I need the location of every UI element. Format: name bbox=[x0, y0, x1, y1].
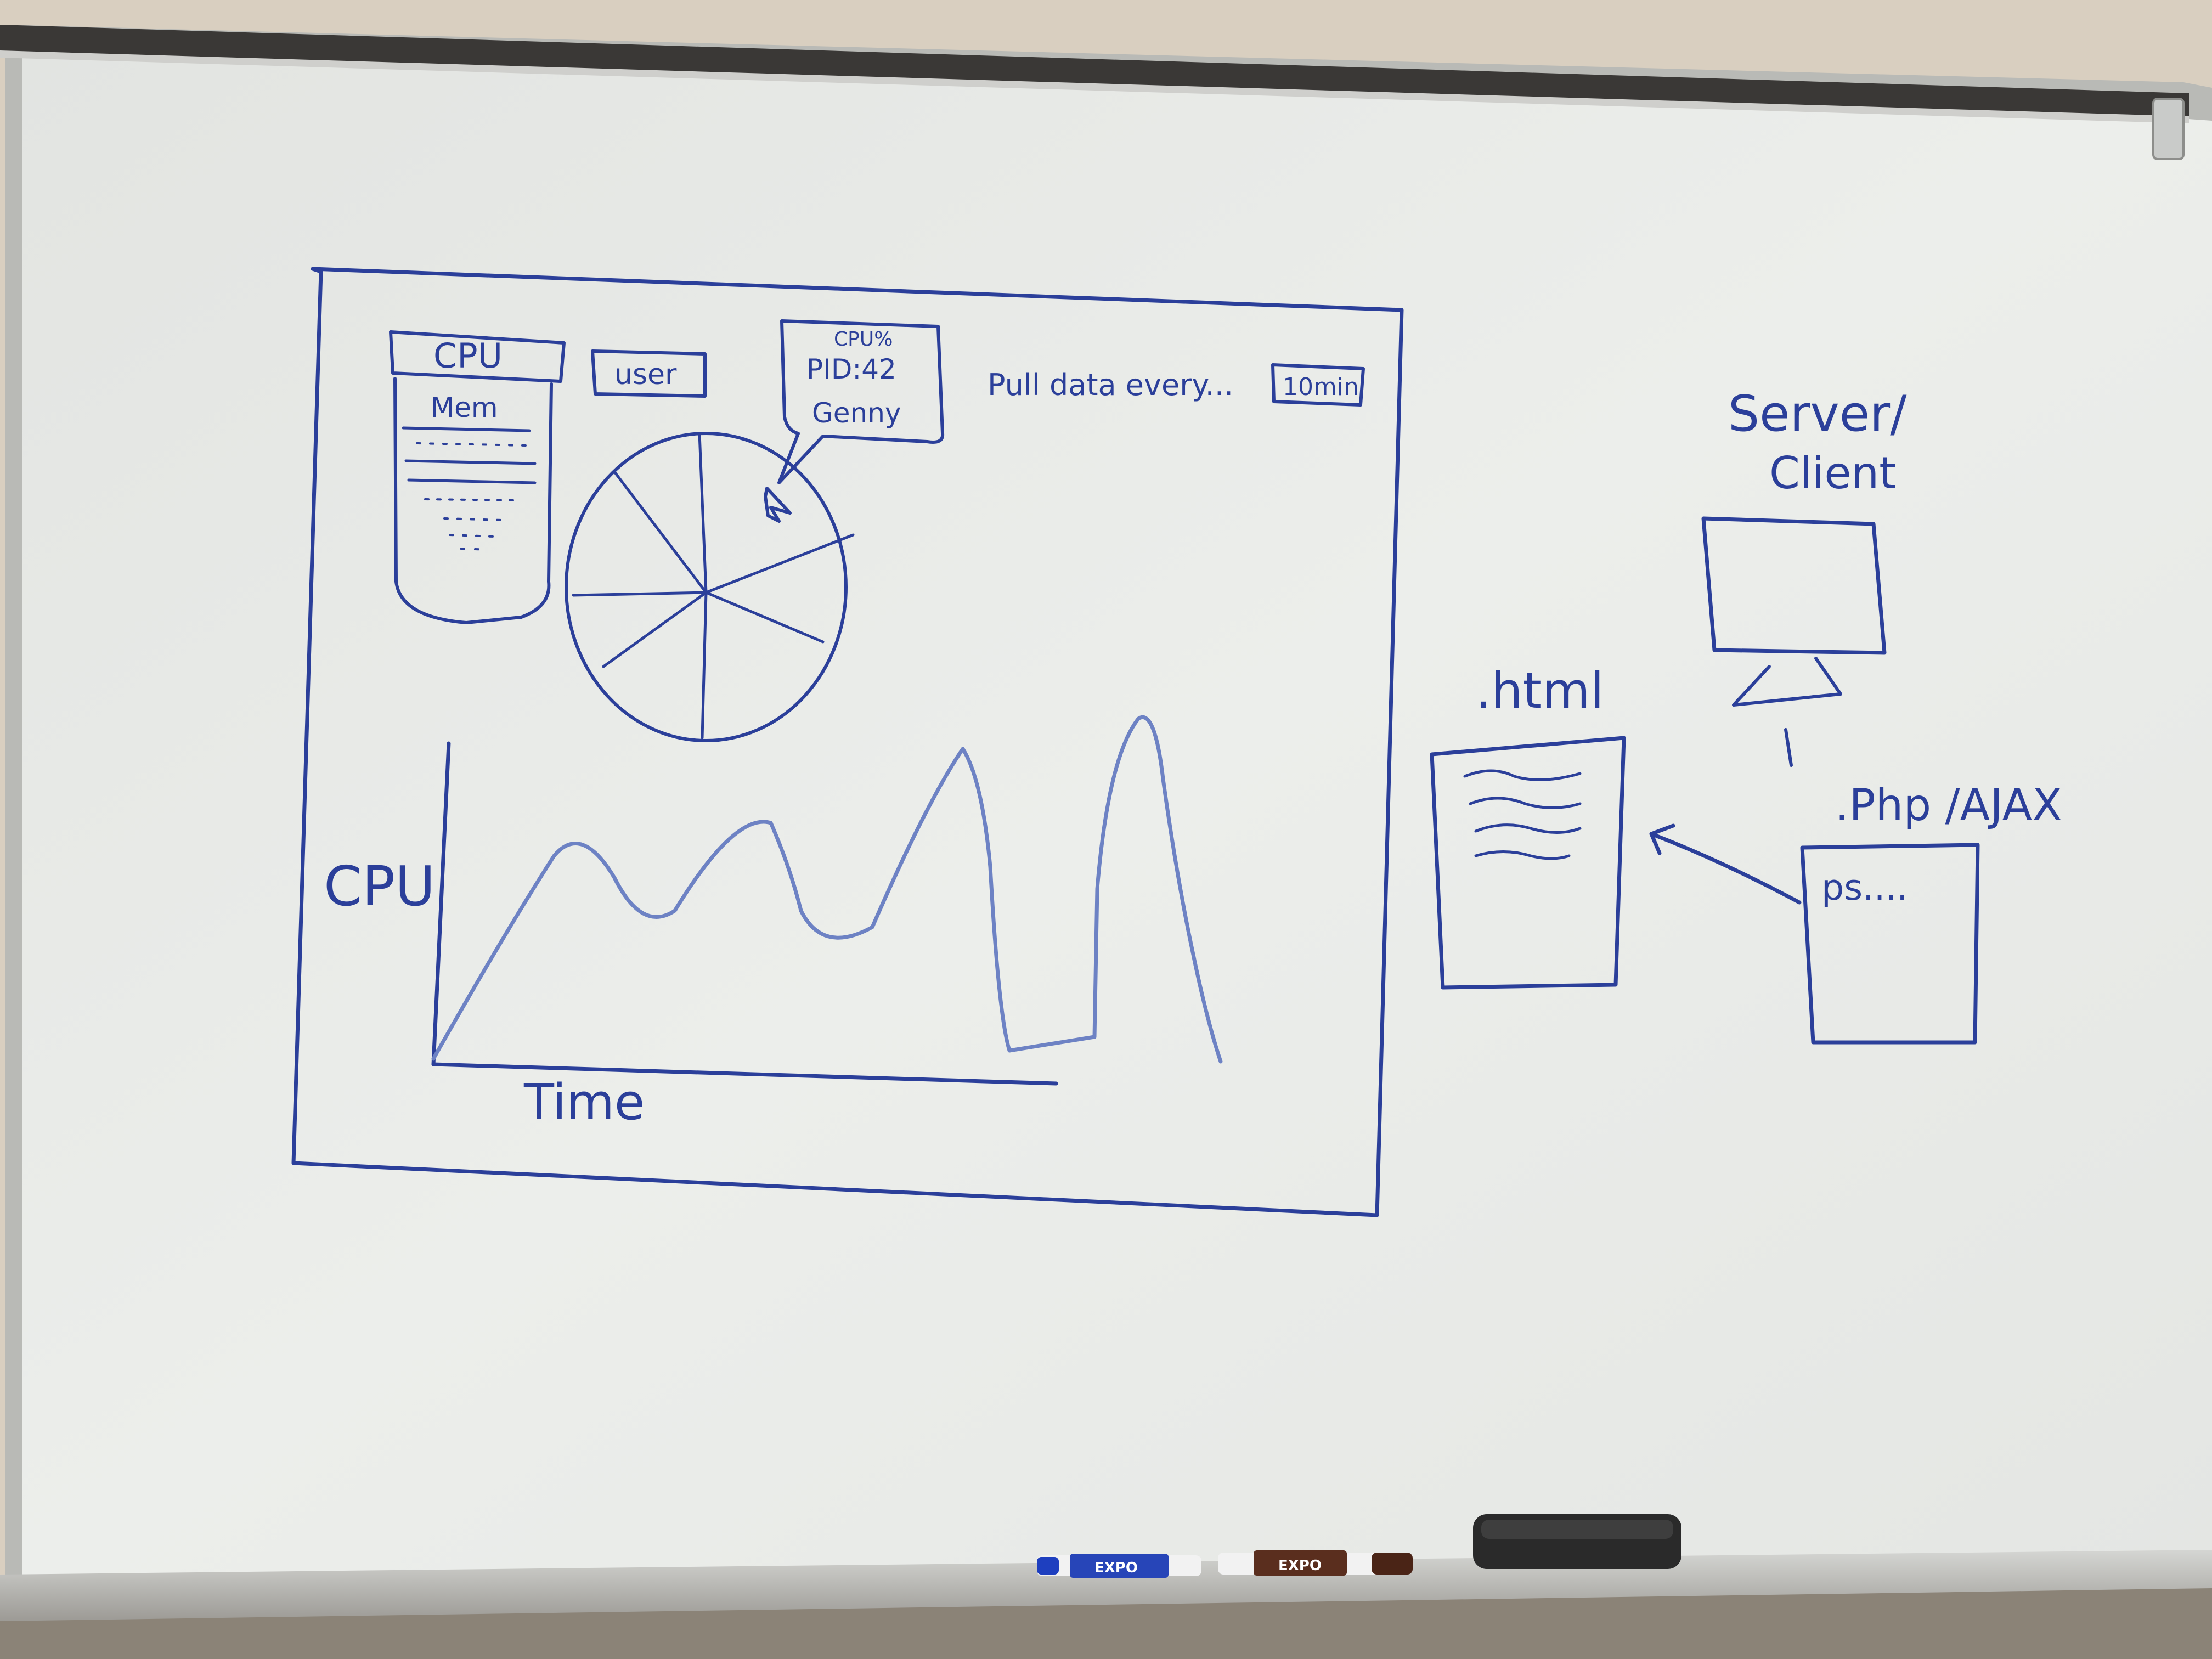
chart-y-axis bbox=[431, 741, 451, 1066]
tray-lip bbox=[0, 1588, 2212, 1659]
map-rail-highlight bbox=[0, 50, 2189, 123]
html-label: .html bbox=[1476, 662, 1604, 720]
rail-clip bbox=[2152, 98, 2185, 160]
tooltip-line-1: CPU% bbox=[834, 328, 893, 351]
eraser[interactable] bbox=[1473, 1514, 1681, 1569]
brown-marker[interactable]: EXPO bbox=[1218, 1550, 1413, 1576]
pull-data-label: Pull data every... bbox=[988, 368, 1233, 402]
php-ajax-label: .Php /AJAX bbox=[1835, 780, 2062, 831]
dropdown-cpu-label: CPU bbox=[433, 336, 503, 376]
php-script-box: ps.... bbox=[1800, 843, 1980, 1045]
dropdown-mem-item: Mem bbox=[431, 392, 498, 424]
user-button-label: user bbox=[614, 358, 677, 391]
html-document-icon bbox=[1430, 736, 1626, 990]
cpu-dropdown[interactable]: CPU Mem bbox=[389, 330, 566, 624]
mockup-frame bbox=[291, 267, 1404, 1217]
dashboard-mockup: CPU Mem user bbox=[291, 267, 1404, 1217]
interval-value: 10min bbox=[1283, 373, 1359, 401]
server-label-line-2: Client bbox=[1769, 448, 1897, 499]
blue-marker-brand: EXPO bbox=[1094, 1560, 1138, 1576]
dropdown-list bbox=[393, 377, 553, 624]
chart-series-line bbox=[431, 715, 1223, 1064]
pie-tooltip: CPU% PID:42 Genny bbox=[777, 319, 945, 484]
blue-marker[interactable]: EXPO bbox=[1037, 1554, 1201, 1578]
monitor-icon bbox=[1701, 516, 1887, 767]
pie-chart[interactable] bbox=[565, 432, 855, 742]
interval-dropdown[interactable]: 10min bbox=[1271, 363, 1365, 407]
board-surface bbox=[22, 41, 2212, 1580]
brown-marker-brand: EXPO bbox=[1278, 1558, 1322, 1574]
tooltip-line-3: Genny bbox=[812, 397, 901, 429]
chart-y-label: CPU bbox=[324, 854, 435, 918]
user-button[interactable]: user bbox=[591, 349, 707, 398]
map-rail bbox=[0, 25, 2189, 118]
cursor-icon bbox=[764, 487, 792, 523]
cpu-line-chart[interactable]: CPU Time bbox=[324, 715, 1223, 1131]
arrow-icon bbox=[1649, 823, 1802, 905]
server-label-line-1: Server/ bbox=[1728, 385, 1907, 443]
ps-command-label: ps.... bbox=[1821, 867, 1908, 909]
tooltip-line-2: PID:42 bbox=[806, 353, 896, 385]
chart-x-label: Time bbox=[523, 1074, 645, 1131]
chart-x-axis bbox=[431, 1062, 1058, 1086]
architecture-diagram: Server/ Client .html .Php /AJAX ps.... bbox=[1430, 385, 2062, 1045]
